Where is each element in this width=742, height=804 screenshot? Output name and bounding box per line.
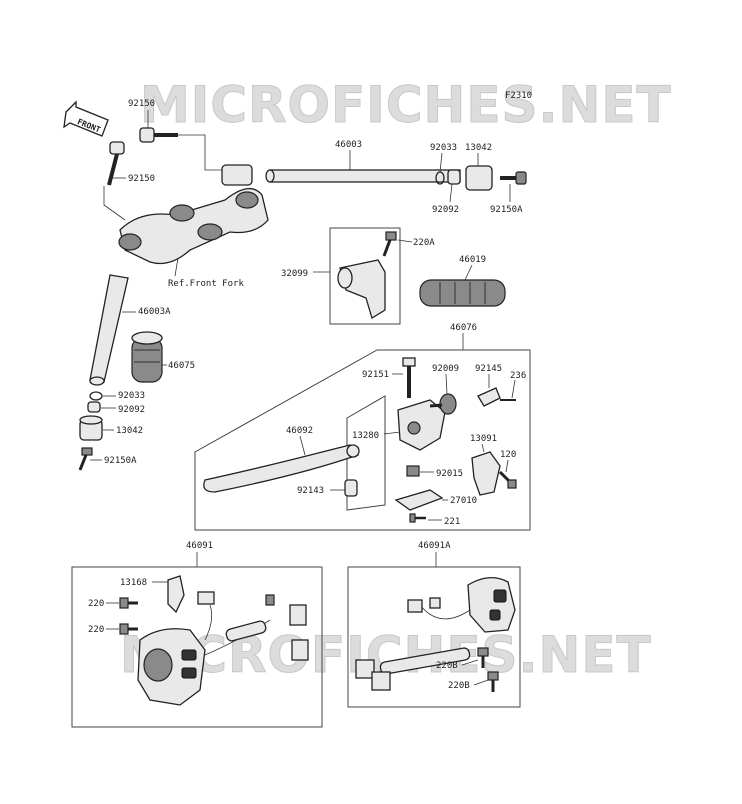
label-32099: 32099 bbox=[281, 269, 308, 279]
bracket-13168 bbox=[167, 575, 185, 614]
label-13168: 13168 bbox=[120, 578, 147, 588]
grip-46075 bbox=[131, 331, 163, 383]
right-switch-housing-46091A bbox=[355, 577, 516, 691]
label-92150A-left: 92150A bbox=[104, 456, 137, 466]
screw-220B-a bbox=[477, 647, 489, 668]
label-92033-left: 92033 bbox=[118, 391, 145, 401]
label-92150A-right: 92150A bbox=[490, 205, 523, 215]
grip-46019 bbox=[419, 279, 506, 307]
throttle-grip-32099 bbox=[337, 259, 386, 319]
plate-13091 bbox=[471, 451, 501, 496]
switch-27010 bbox=[394, 489, 444, 511]
label-220-b: 220 bbox=[88, 625, 104, 635]
weight-13042-right bbox=[465, 165, 493, 191]
brake-lever-46092 bbox=[203, 444, 360, 493]
label-221: 221 bbox=[444, 517, 460, 527]
label-220A: 220A bbox=[413, 238, 435, 248]
lever-group-box bbox=[194, 349, 531, 531]
label-120: 120 bbox=[500, 450, 516, 460]
label-220B-a: 220B bbox=[436, 661, 458, 671]
screw-220B-b bbox=[487, 671, 499, 692]
label-46091A: 46091A bbox=[418, 541, 451, 551]
collar-92092-left bbox=[87, 401, 101, 413]
label-46075: 46075 bbox=[168, 361, 195, 371]
right-switch-box bbox=[347, 566, 521, 708]
front-arrow-icon: FRONT bbox=[63, 100, 109, 137]
screw-220A bbox=[382, 231, 397, 257]
circlip-92033-left bbox=[89, 391, 103, 401]
bolt-92150-mid bbox=[107, 141, 125, 186]
label-13091: 13091 bbox=[470, 434, 497, 444]
watermark-top: MICROFICHES.NET bbox=[140, 76, 672, 134]
label-92009: 92009 bbox=[432, 364, 459, 374]
label-13042-left: 13042 bbox=[116, 426, 143, 436]
lever-subgroup-box bbox=[346, 395, 386, 511]
label-46019: 46019 bbox=[459, 255, 486, 265]
spring-92145 bbox=[477, 387, 501, 407]
label-92015: 92015 bbox=[436, 469, 463, 479]
left-switch-housing-46091 bbox=[137, 591, 309, 706]
label-46003A: 46003A bbox=[138, 307, 171, 317]
adjuster-92009 bbox=[429, 393, 457, 415]
bolt-92150A-right bbox=[500, 171, 527, 185]
label-220-a: 220 bbox=[88, 599, 104, 609]
label-27010: 27010 bbox=[450, 496, 477, 506]
nut-92015 bbox=[406, 465, 420, 477]
collar-92143 bbox=[344, 479, 358, 497]
handlebar-46003 bbox=[265, 169, 461, 183]
label-92092-right: 92092 bbox=[432, 205, 459, 215]
bolt-92150-top bbox=[139, 127, 178, 143]
label-92151: 92151 bbox=[362, 370, 389, 380]
triple-clamp bbox=[118, 164, 269, 265]
label-13042-right: 13042 bbox=[465, 143, 492, 153]
watermark-bottom: MICROFICHES.NET bbox=[120, 626, 652, 684]
label-46091: 46091 bbox=[186, 541, 213, 551]
label-46092: 46092 bbox=[286, 426, 313, 436]
label-236: 236 bbox=[510, 371, 526, 381]
screw-220-b bbox=[119, 623, 138, 635]
handlebar-46003A bbox=[89, 274, 129, 386]
screw-220-a bbox=[119, 597, 138, 609]
label-92092-left: 92092 bbox=[118, 405, 145, 415]
collar-92092-right bbox=[447, 169, 461, 185]
bolt-92150A-left bbox=[78, 447, 93, 471]
weight-13042-left bbox=[79, 415, 103, 441]
label-46003: 46003 bbox=[335, 140, 362, 150]
diagram-code: F2310 bbox=[505, 91, 532, 101]
label-92150-top: 92150 bbox=[128, 99, 155, 109]
label-220B-b: 220B bbox=[448, 681, 470, 691]
reference-note: Ref.Front Fork bbox=[168, 279, 244, 289]
left-switch-box bbox=[71, 566, 323, 728]
screw-120 bbox=[498, 470, 517, 489]
label-92145: 92145 bbox=[475, 364, 502, 374]
label-46076: 46076 bbox=[450, 323, 477, 333]
bolt-92151 bbox=[402, 357, 416, 398]
label-92150-mid: 92150 bbox=[128, 174, 155, 184]
throttle-group-box bbox=[329, 227, 401, 325]
label-13280: 13280 bbox=[352, 431, 379, 441]
label-92143: 92143 bbox=[297, 486, 324, 496]
lever-holder bbox=[397, 399, 446, 451]
screw-221 bbox=[409, 513, 426, 523]
label-92033-right: 92033 bbox=[430, 143, 457, 153]
